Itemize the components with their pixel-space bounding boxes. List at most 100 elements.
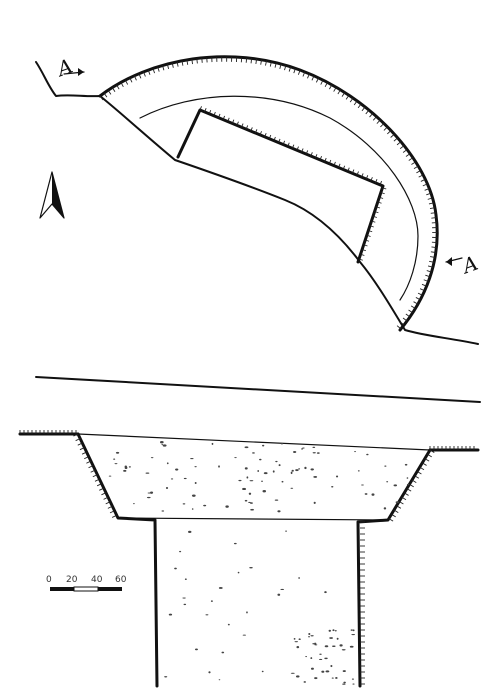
fill-speck: [166, 462, 169, 465]
hatch-tick: [388, 518, 394, 522]
hatch-tick: [398, 501, 404, 505]
scale-bar: 0 20 40 60: [46, 575, 127, 592]
hatch-tick: [84, 456, 89, 460]
hatch-tick: [379, 196, 384, 199]
fill-speck: [262, 490, 267, 493]
section-marker-right-label: A: [457, 251, 481, 279]
fill-speck: [310, 657, 313, 659]
fill-speck: [281, 480, 284, 483]
fill-speck: [310, 667, 314, 670]
fill-speck: [312, 446, 316, 449]
fill-speck: [341, 649, 346, 651]
hatch-tick: [166, 63, 170, 70]
fill-speck: [295, 675, 300, 678]
hatch-tick: [409, 483, 414, 488]
hatch-tick: [347, 167, 350, 172]
hatch-tick: [396, 505, 402, 509]
fill-speck: [324, 591, 327, 594]
fill-speck: [342, 670, 346, 673]
hatch-tick: [405, 313, 411, 318]
fill-speck: [354, 451, 357, 453]
hatch-tick: [152, 68, 155, 74]
fill-speck: [293, 451, 297, 454]
hatch-tick: [427, 197, 433, 200]
fill-speck: [313, 475, 318, 478]
fill-speck: [332, 629, 335, 632]
scale-bar-segment-3: [98, 587, 122, 591]
hatch-tick: [410, 305, 416, 309]
fill-speck: [343, 681, 346, 684]
fill-speck: [310, 635, 314, 637]
hatch-tick: [430, 212, 436, 214]
fill-speck: [314, 644, 318, 646]
fill-speck: [161, 444, 164, 446]
fill-speck: [221, 651, 225, 654]
hatch-tick: [430, 256, 436, 258]
fill-speck: [290, 672, 295, 674]
hatch-tick: [222, 115, 226, 120]
hatch-tick: [396, 325, 402, 330]
fill-speck: [249, 480, 254, 482]
fill-speck: [252, 452, 255, 454]
fill-speck: [295, 469, 299, 472]
hatch-tick: [417, 292, 423, 296]
hatch-tick: [416, 170, 422, 174]
fill-speck: [329, 637, 334, 639]
fill-speck: [174, 567, 177, 570]
hatch-tick: [358, 258, 363, 261]
fill-speck: [330, 664, 333, 668]
fill-speck: [303, 681, 307, 683]
hatch-tick: [287, 142, 290, 147]
hatch-tick: [204, 108, 207, 113]
hatch-tick: [143, 71, 146, 77]
hatch-tick: [357, 103, 362, 109]
fill-speck: [161, 510, 165, 512]
hatch-tick: [116, 84, 120, 90]
hatch-tick: [419, 466, 425, 471]
fill-speck: [293, 637, 296, 640]
hatch-tick: [353, 100, 358, 106]
hatch-tick: [363, 244, 368, 247]
hatch-tick: [426, 192, 432, 196]
hatch-tick: [333, 161, 336, 166]
fill-speck: [334, 630, 337, 632]
hatch-tick: [124, 79, 129, 85]
hatch-tick: [315, 77, 319, 83]
fill-speck: [352, 629, 355, 632]
fill-speck: [170, 478, 174, 480]
hatch-tick: [103, 496, 109, 500]
fill-speck: [312, 643, 315, 645]
hatch-tick: [138, 73, 142, 79]
hatch-tick: [176, 61, 179, 67]
hatch-tick: [231, 119, 235, 124]
hatch-tick: [94, 478, 100, 482]
fill-speck: [145, 472, 150, 474]
hatch-tick: [411, 479, 417, 483]
hatch-tick: [337, 89, 341, 95]
fill-speck: [246, 611, 248, 614]
hatch-tick: [374, 211, 379, 214]
fill-speck: [160, 441, 164, 444]
fill-speck: [321, 670, 325, 673]
fill-speck: [301, 448, 303, 450]
hatch-tick: [81, 451, 87, 455]
hatch-tick: [278, 138, 281, 143]
fill-speck: [304, 466, 307, 470]
fill-speck: [262, 444, 265, 447]
hatch-tick: [241, 123, 244, 128]
hatch-tick: [307, 73, 310, 79]
fill-speck: [314, 677, 318, 680]
fill-speck: [305, 655, 307, 658]
fill-speck: [123, 469, 127, 472]
section-divider-line: [35, 376, 481, 403]
fill-speck: [312, 452, 316, 454]
hatch-tick: [111, 87, 116, 92]
section-step-line: [117, 517, 389, 521]
hatch-tick: [279, 63, 282, 69]
fill-speck: [361, 484, 364, 486]
fill-speck: [263, 472, 268, 475]
fill-speck: [331, 677, 334, 679]
hatch-tick: [382, 187, 387, 190]
hatch-tick: [366, 234, 371, 237]
